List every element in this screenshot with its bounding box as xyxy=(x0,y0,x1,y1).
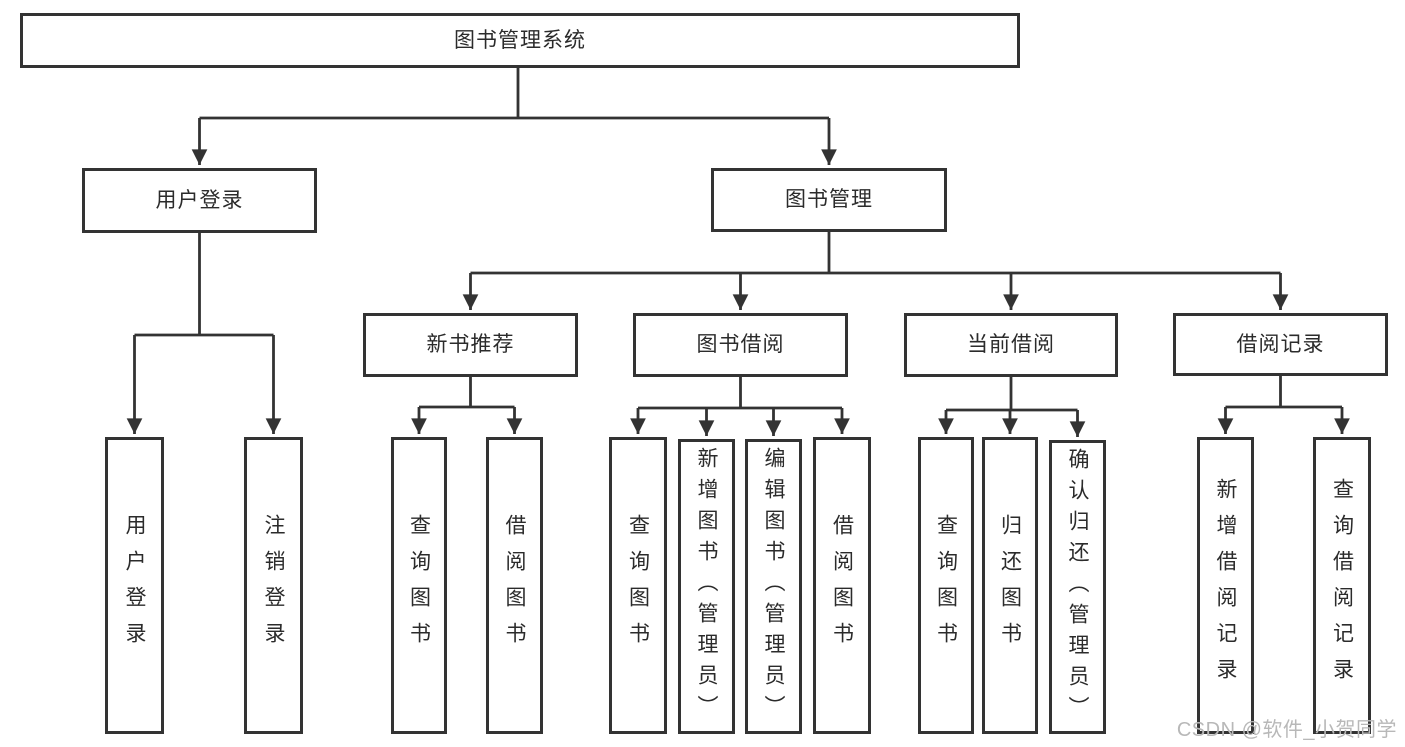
leaf-confirm-return-admin: 确认归还（管理员） xyxy=(1049,440,1106,734)
leaf-borrow-book-borrow: 借阅图书 xyxy=(813,437,871,734)
connector-book-management-sections xyxy=(462,232,1289,310)
connector-root-to-level2 xyxy=(191,68,837,166)
node-label: 注销登录 xyxy=(262,513,285,658)
node-label: 新增借阅记录 xyxy=(1214,477,1237,694)
node-label: 图书管理系统 xyxy=(454,28,586,52)
node-current-borrow: 当前借阅 xyxy=(904,313,1118,377)
leaf-query-book-borrow: 查询图书 xyxy=(609,437,667,734)
leaf-add-book-admin: 新增图书（管理员） xyxy=(678,439,735,734)
node-book-borrow: 图书借阅 xyxy=(633,313,848,377)
watermark: CSDN @软件_小贺同学 xyxy=(1176,719,1397,741)
leaf-query-book-recommend: 查询图书 xyxy=(391,437,447,734)
connector-user-login-children xyxy=(126,233,282,434)
node-label: 当前借阅 xyxy=(967,333,1055,357)
leaf-query-borrow-record: 查询借阅记录 xyxy=(1313,437,1371,734)
leaf-user-login: 用户登录 xyxy=(105,437,164,734)
node-label: 查询借阅记录 xyxy=(1330,477,1354,694)
connector-line xyxy=(1225,376,1342,409)
node-label: 图书借阅 xyxy=(696,333,785,357)
leaf-query-book-current: 查询图书 xyxy=(918,437,974,734)
connector-new-book-children xyxy=(411,377,523,434)
connector-line xyxy=(946,377,1078,412)
node-book-management: 图书管理 xyxy=(711,168,947,232)
node-new-book-recommend: 新书推荐 xyxy=(363,313,578,377)
leaf-borrow-book-recommend: 借阅图书 xyxy=(486,437,543,734)
node-label: 确认归还（管理员） xyxy=(1066,447,1089,727)
node-label: 新增图书（管理员） xyxy=(695,447,718,726)
node-label: 借阅图书 xyxy=(830,513,854,658)
node-label: 借阅图书 xyxy=(503,513,526,658)
node-label: 图书管理 xyxy=(785,188,873,212)
node-borrow-records: 借阅记录 xyxy=(1173,313,1388,376)
leaf-edit-book-admin: 编辑图书（管理员） xyxy=(745,439,802,734)
node-label: 新书推荐 xyxy=(426,333,515,357)
node-label: 归还图书 xyxy=(998,513,1022,658)
node-label: 查询图书 xyxy=(407,513,431,658)
leaf-return-book: 归还图书 xyxy=(982,437,1038,734)
connector-line xyxy=(199,68,829,120)
leaf-logout-login: 注销登录 xyxy=(244,437,303,734)
connector-borrow-records-children xyxy=(1217,376,1350,434)
connector-line xyxy=(470,232,1281,275)
node-label: 用户登录 xyxy=(123,513,146,658)
connector-line xyxy=(134,233,274,337)
connector-book-borrow-children xyxy=(630,377,850,436)
node-label: 借阅记录 xyxy=(1236,332,1325,356)
leaf-add-borrow-record: 新增借阅记录 xyxy=(1197,437,1254,734)
node-label: 编辑图书（管理员） xyxy=(762,447,785,726)
node-label: 查询图书 xyxy=(934,513,958,658)
node-label: 用户登录 xyxy=(155,188,244,212)
node-user-login: 用户登录 xyxy=(82,168,317,233)
node-root: 图书管理系统 xyxy=(20,13,1020,68)
connector-line xyxy=(638,377,842,410)
connector-current-borrow-children xyxy=(938,377,1086,437)
connector-line xyxy=(419,377,515,409)
node-label: 查询图书 xyxy=(626,513,650,658)
